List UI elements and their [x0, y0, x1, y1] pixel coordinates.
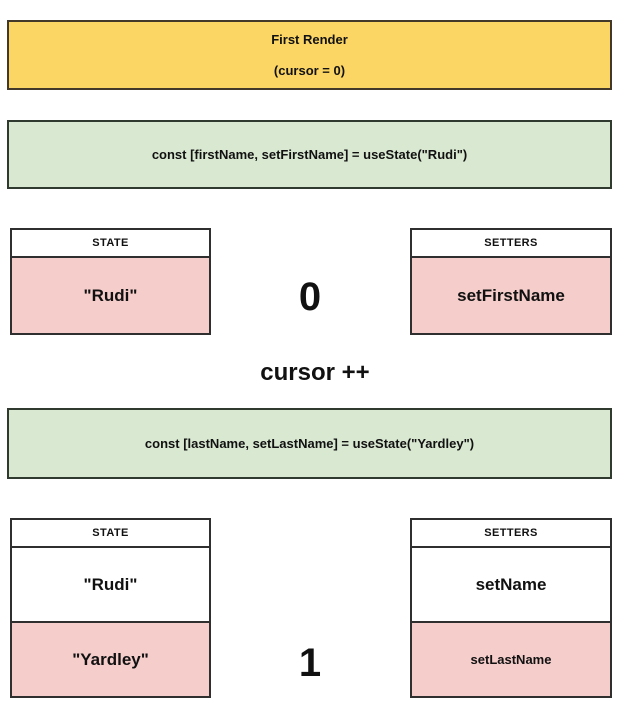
state-header: STATE: [12, 230, 209, 258]
setters-header: SETTERS: [412, 230, 610, 258]
usestate-call-lastname: const [lastName, setLastName] = useState…: [7, 408, 612, 479]
state-cell-render1: STATE "Rudi": [10, 228, 211, 335]
first-render-banner: First Render (cursor = 0): [7, 20, 612, 90]
setters-cell-render1: SETTERS setFirstName: [410, 228, 612, 335]
cursor-value-1: 1: [298, 641, 322, 685]
usestate-call-firstname: const [firstName, setFirstName] = useSta…: [7, 120, 612, 189]
code-text: const [lastName, setLastName] = useState…: [144, 436, 475, 451]
cursor-increment-label: cursor ++: [260, 359, 370, 386]
state-cell-render2: STATE "Rudi" "Yardley": [10, 518, 211, 698]
state-row-rudi: "Rudi": [12, 548, 209, 621]
code-text: const [firstName, setFirstName] = useSta…: [151, 147, 468, 162]
setters-row-setfirstname: setFirstName: [412, 258, 610, 333]
setters-cell-render2: SETTERS setName setLastName: [410, 518, 612, 698]
state-row-rudi: "Rudi": [12, 258, 209, 333]
setters-header: SETTERS: [412, 520, 610, 548]
state-row-yardley: "Yardley": [12, 621, 209, 696]
state-header: STATE: [12, 520, 209, 548]
setters-row-setname: setName: [412, 548, 610, 621]
banner-title: First Render: [271, 31, 348, 47]
setters-row-setlastname: setLastName: [412, 621, 610, 696]
banner-cursor-subtitle: (cursor = 0): [273, 62, 346, 78]
cursor-value-0: 0: [298, 275, 322, 319]
